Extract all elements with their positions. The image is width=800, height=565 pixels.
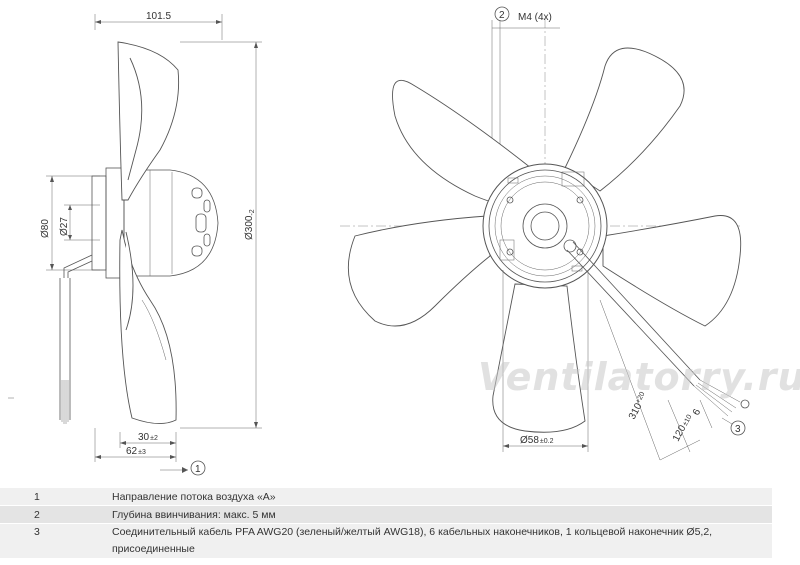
depth-dimension: 101.5 [146, 11, 171, 22]
technical-drawing: 101.5 Ø300-2 Ø80 Ø27 [8, 6, 800, 476]
note-row: 1 Направление потока воздуха «A» [0, 488, 772, 506]
outer-diameter-label: Ø300-2 [244, 209, 256, 240]
note-number: 1 [0, 488, 106, 506]
strip-length-label: 120±10 [671, 412, 695, 443]
note-row: 2 Глубина ввинчивания: макс. 5 мм [0, 505, 772, 524]
screw-label: M4 (4x) [518, 12, 552, 23]
watermark-text: Ventilatorry.ru [478, 355, 800, 399]
note-text: Направление потока воздуха «A» [106, 488, 772, 506]
hub-diameter-label: Ø58±0.2 [520, 435, 554, 446]
note-text: Соединительный кабель PFA AWG20 (зеленый… [106, 523, 772, 559]
side-view: 101.5 Ø300-2 Ø80 Ø27 [40, 11, 262, 476]
wire-length-label: 6 [691, 407, 704, 417]
callout-3: 3 [735, 424, 741, 435]
note-number: 3 [0, 523, 106, 559]
motor-diameter-label: Ø80 [40, 219, 51, 238]
note-row: 3 Соединительный кабель PFA AWG20 (зелен… [0, 523, 772, 559]
callout-2: 2 [499, 10, 505, 21]
motor-offset-label: 62±3 [126, 446, 146, 457]
note-number: 2 [0, 505, 106, 524]
front-view: 2 M4 (4x) Ø58±0.2 310+20 120±10 6 3 [340, 6, 750, 461]
notes-table: 1 Направление потока воздуха «A» 2 Глуби… [0, 488, 772, 559]
shaft-diameter-label: Ø27 [59, 217, 70, 236]
hub-offset-label: 30±2 [138, 432, 158, 443]
note-text: Глубина ввинчивания: макс. 5 мм [106, 505, 772, 524]
callout-1: 1 [195, 464, 201, 475]
